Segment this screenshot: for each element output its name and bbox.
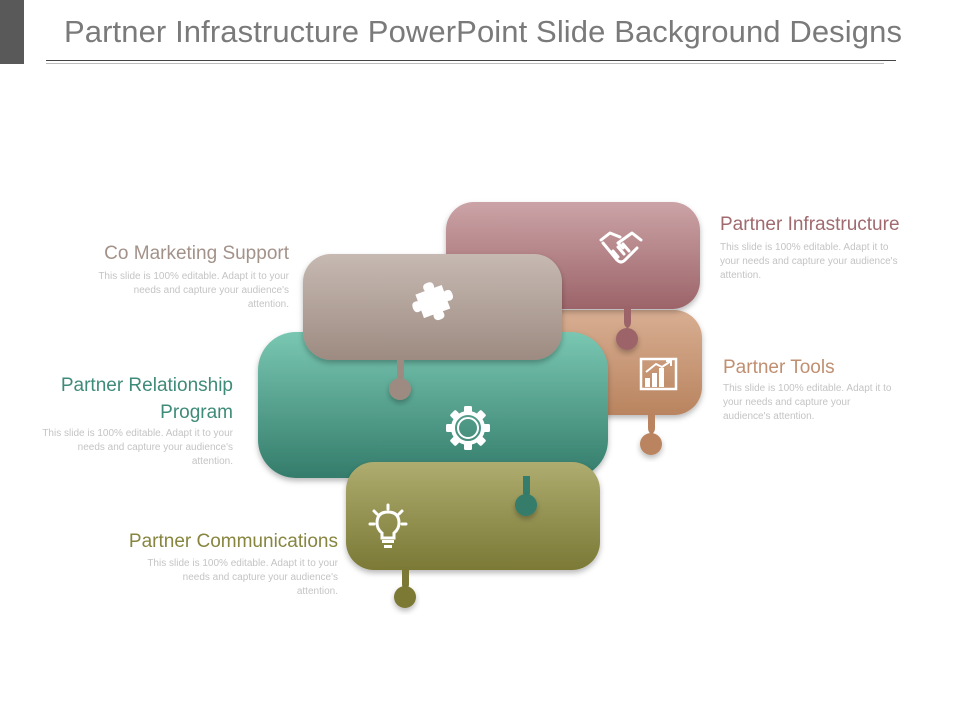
partner-infrastructure-description: This slide is 100% editable. Adapt it to… [720, 242, 898, 281]
partner-relationship-block [258, 332, 608, 478]
puzzle-icon [412, 282, 453, 321]
lightbulb-icon [368, 503, 408, 548]
partner-infrastructure-heading: Partner Infrastructure [720, 214, 900, 235]
title-underline [46, 60, 896, 61]
partner-tools-heading: Partner Tools [723, 357, 835, 378]
handshake-icon [599, 231, 643, 264]
co-marketing-heading: Co Marketing Support [104, 243, 289, 264]
partner-communications-heading: Partner Communications [128, 531, 338, 552]
partner-relationship-heading-line2: Program [160, 402, 233, 423]
partner-communications-block [346, 462, 600, 608]
partner-relationship-description: This slide is 100% editable. Adapt it to… [42, 428, 233, 467]
bar-chart-icon [639, 357, 678, 391]
partner-relationship-heading-line1: Partner Relationship [60, 375, 233, 396]
co-marketing-description: This slide is 100% editable. Adapt it to… [98, 271, 289, 310]
partner-tools-description: This slide is 100% editable. Adapt it to… [723, 383, 892, 422]
gear-icon [446, 406, 490, 450]
title-corner-block [0, 0, 24, 64]
partner-relationship-connector [515, 476, 537, 516]
slide-title: Partner Infrastructure PowerPoint Slide … [64, 14, 903, 49]
partner-communications-description: This slide is 100% editable. Adapt it to… [147, 558, 338, 597]
title-underline-shadow [46, 63, 884, 64]
